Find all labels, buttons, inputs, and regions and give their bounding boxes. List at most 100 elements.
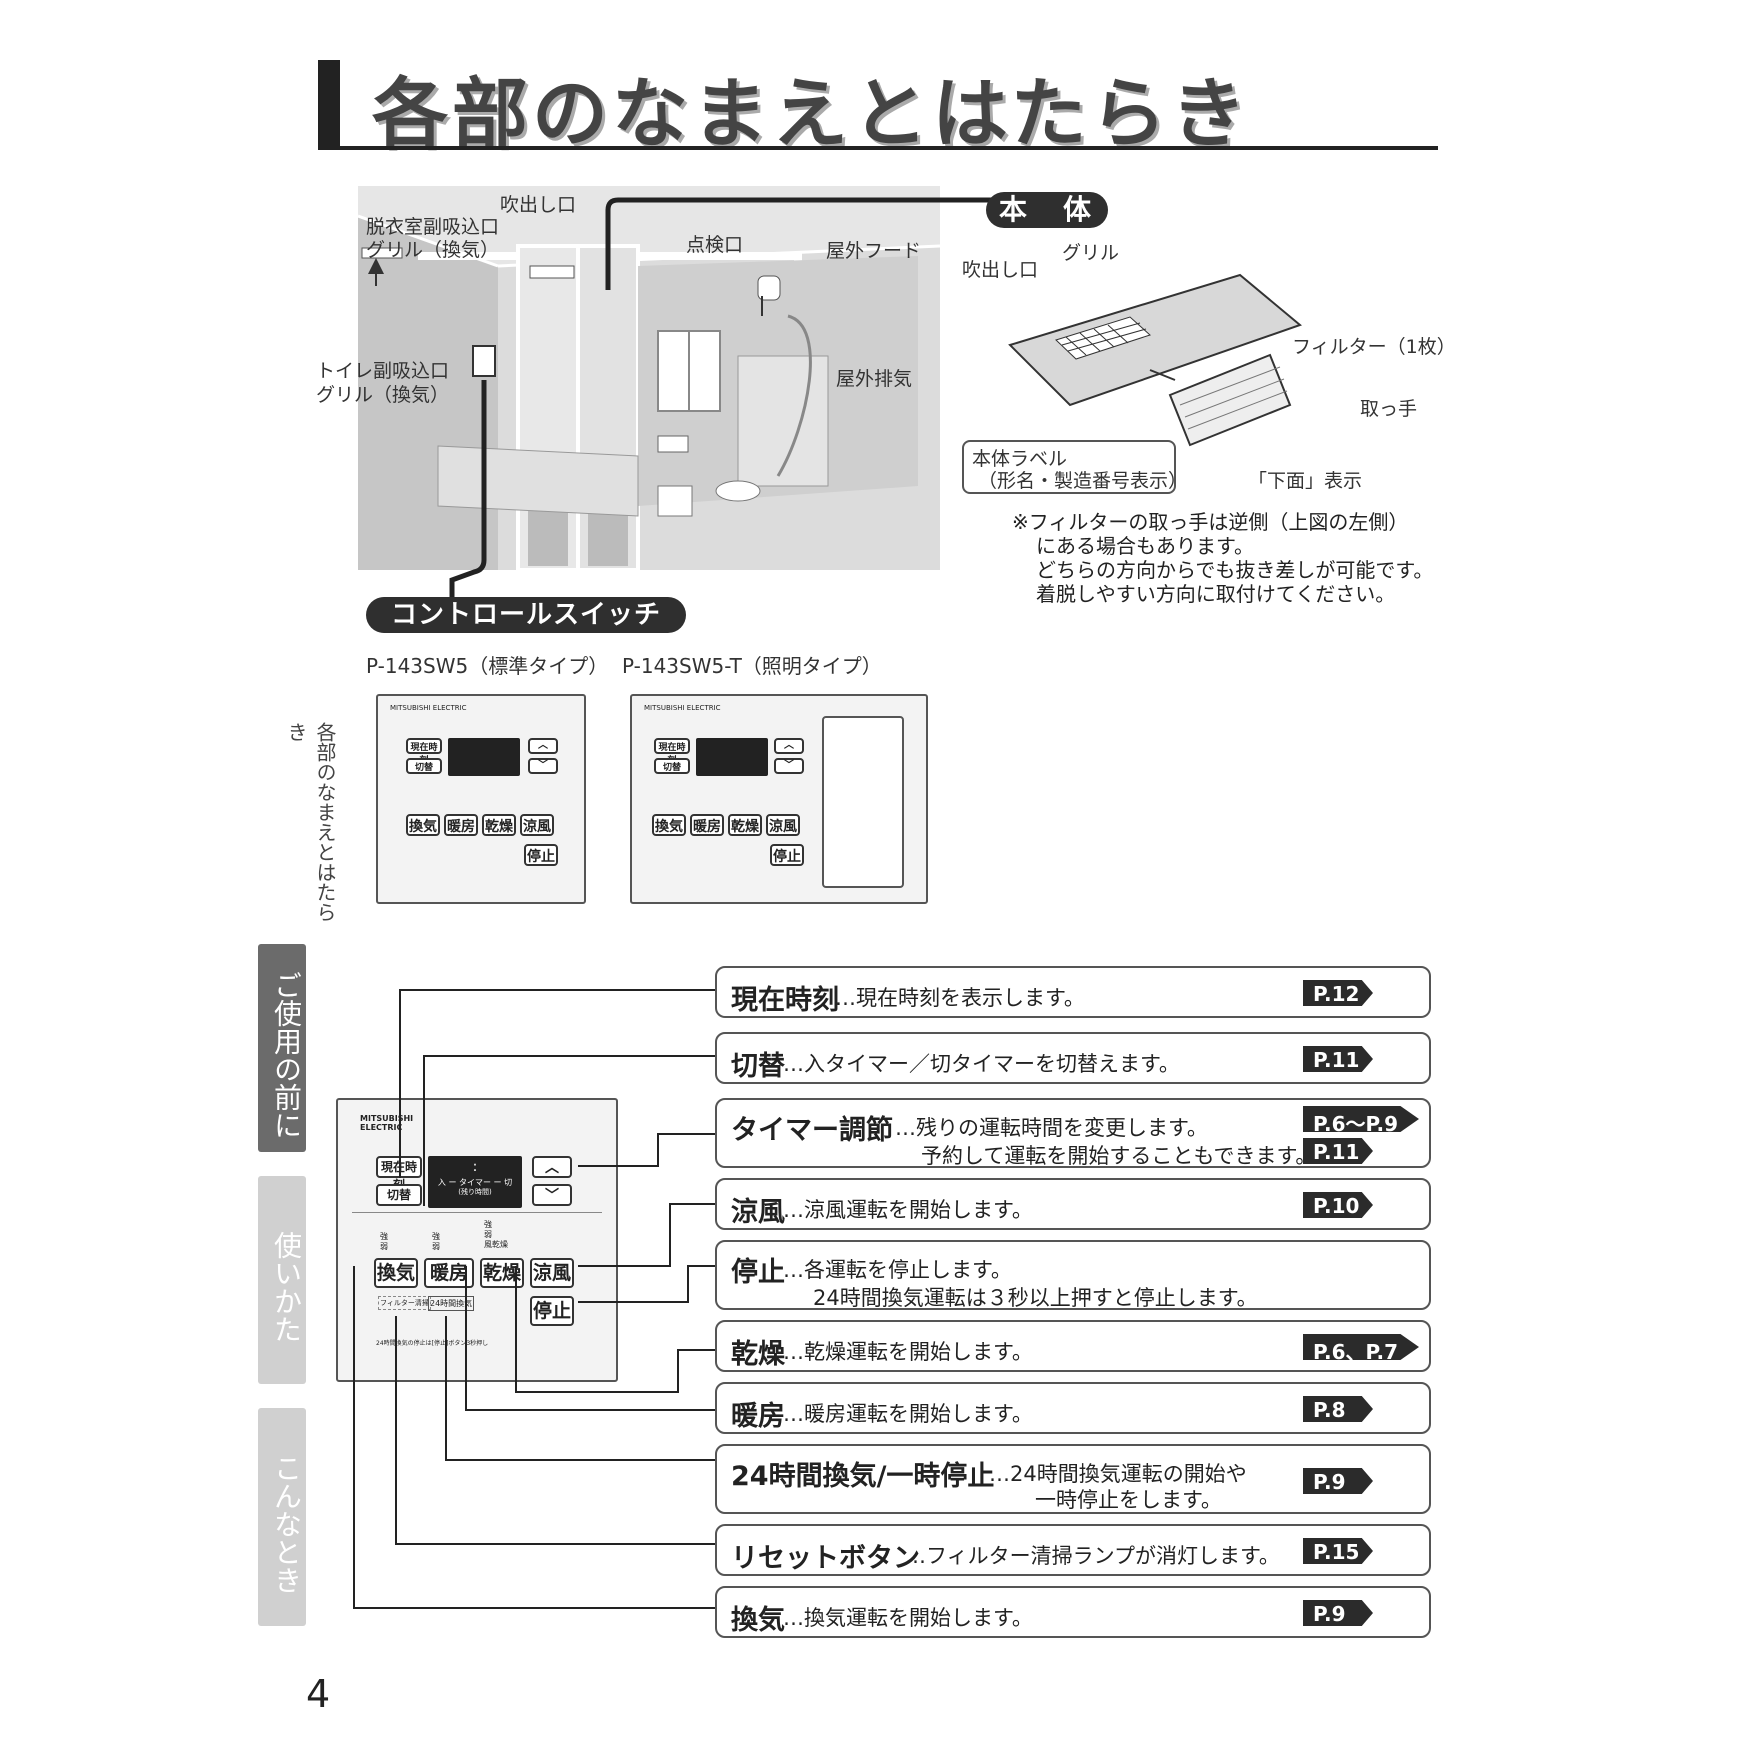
kanso-ind-weak: 弱: [484, 1230, 492, 1239]
callout-desc: …乾燥運転を開始します。: [783, 1340, 1033, 1364]
callout-row-ryofu: 涼風 …涼風運転を開始します。 P.10: [715, 1178, 1431, 1230]
body-label-grill: グリル: [1062, 242, 1120, 264]
callout-row-kanso: 乾燥 …乾燥運転を開始します。 P.6、P.7: [715, 1320, 1431, 1372]
leader-lines: [449, 197, 1000, 610]
page-ref-badge[interactable]: P.15: [1303, 1538, 1373, 1564]
body-label-kamen: 「下面」表示: [1248, 470, 1363, 492]
bathroom-illustration: [357, 186, 941, 572]
tab-how-to-use[interactable]: 使いかた: [258, 1176, 306, 1384]
thumb2-ryofu-button: 涼風: [766, 814, 800, 836]
thumb-switch-button: 切替: [406, 758, 442, 774]
model-lighting: P-143SW5-T（照明タイプ）: [622, 654, 882, 678]
callout-desc-2: 一時停止をします。: [1035, 1488, 1222, 1512]
room-label-datsuishitsu-2: グリル（換気）: [366, 239, 500, 261]
body-label-handle: 取っ手: [1360, 398, 1418, 420]
side-caption: 各部のなまえとはたらき: [284, 722, 337, 922]
thumb2-stop-button: 停止: [770, 844, 804, 866]
danbo-indicator: 強 弱: [432, 1232, 440, 1252]
page-ref-badge[interactable]: P.8: [1303, 1396, 1373, 1422]
panel-footer: 24時間換気の停止は[停止]ボタン3秒押し: [376, 1340, 489, 1347]
room-label-fukidashi: 吹出し口: [500, 194, 577, 216]
page-title: 各部のなまえとはたらき: [372, 69, 1251, 158]
title-rule: [318, 146, 1438, 150]
page-ref-badge[interactable]: P.9: [1303, 1468, 1373, 1494]
page-ref-badge[interactable]: P.6〜P.9: [1303, 1106, 1419, 1132]
kanki-button[interactable]: 換気: [374, 1258, 418, 1288]
body-label-fukidashi: 吹出し口: [962, 259, 1039, 281]
callout-row-kirikae: 切替 …入タイマー／切タイマーを切替えます。 P.11: [715, 1032, 1431, 1084]
brand-logo-small-2: MITSUBISHI ELECTRIC: [644, 704, 721, 712]
page-ref-badge[interactable]: P.11: [1303, 1046, 1373, 1072]
thumb-stop-button: 停止: [524, 844, 558, 866]
callout-name: 現在時刻: [731, 985, 839, 1016]
page-ref-badge[interactable]: P.10: [1303, 1192, 1373, 1218]
body-label-filter: フィルター（1枚）: [1292, 336, 1456, 358]
callout-desc-2: 予約して運転を開始することもできます。: [921, 1144, 1317, 1168]
body-note-3: どちらの方向からでも抜き差しが可能です。: [1036, 558, 1434, 582]
body-note-4: 着脱しやすい方向に取付けてください。: [1036, 582, 1396, 606]
callout-row-genzai-jikoku: 現在時刻 …現在時刻を表示します。 P.12: [715, 966, 1431, 1018]
thumb2-down-button: ﹀: [774, 758, 804, 774]
room-label-okugai-haiki: 屋外排気: [836, 368, 913, 390]
danbo-ind-strong: 強: [432, 1232, 440, 1241]
callout-desc: …現在時刻を表示します。: [835, 986, 1085, 1010]
callout-row-24h: 24時間換気/一時停止 …24時間換気運転の開始や 一時停止をします。 P.9: [715, 1444, 1431, 1514]
callout-row-danbo: 暖房 …暖房運転を開始します。 P.8: [715, 1382, 1431, 1434]
thumb-kanki-button: 換気: [406, 814, 440, 836]
kanso-button[interactable]: 乾燥: [480, 1258, 524, 1288]
stop-button[interactable]: 停止: [530, 1296, 574, 1326]
thumb2-switch-button: 切替: [654, 758, 690, 774]
thumb-kanso-button: 乾燥: [482, 814, 516, 836]
room-label-okugai-hood: 屋外フード: [826, 240, 922, 262]
panel-lighting-thumb: MITSUBISHI ELECTRIC 現在時刻 切替 ︿ ﹀ 換気 暖房 乾燥…: [630, 694, 928, 904]
page-ref-badge[interactable]: P.12: [1303, 980, 1373, 1006]
callout-name: 換気: [731, 1605, 785, 1636]
room-label-toilet-1: トイレ副吸込口: [316, 360, 450, 382]
thumb2-danbo-button: 暖房: [690, 814, 724, 836]
display-remain: (残り時間): [458, 1188, 492, 1196]
tab-troubleshooting[interactable]: こんなとき: [258, 1408, 306, 1626]
page-ref-badge[interactable]: P.6、P.7: [1303, 1334, 1419, 1360]
thumb2-clock-button: 現在時刻: [654, 738, 690, 766]
thumb-danbo-button: 暖房: [444, 814, 478, 836]
callout-desc: …暖房運転を開始します。: [783, 1402, 1033, 1426]
callout-name: リセットボタン: [731, 1543, 920, 1574]
down-button[interactable]: ﹀: [532, 1184, 572, 1206]
display-colon: :: [472, 1159, 478, 1175]
thumb-down-button: ﹀: [528, 758, 558, 774]
timer-display: : 入 ー タイマー ー 切 (残り時間): [428, 1156, 522, 1208]
callout-row-reset: リセットボタン …フィルター清掃ランプが消灯します。 P.15: [715, 1524, 1431, 1576]
tab-before-use[interactable]: ご使用の前に: [258, 944, 306, 1152]
ryofu-button[interactable]: 涼風: [530, 1258, 574, 1288]
main-body-heading: 本 体: [986, 192, 1108, 228]
bathroom-drawing: [357, 186, 941, 572]
callout-desc: …24時間換気運転の開始や: [989, 1462, 1247, 1486]
kanso-ind-wind: 風乾燥: [484, 1240, 508, 1249]
room-label-toilet-2: グリル（換気）: [316, 384, 450, 406]
body-label-1: 本体ラベル: [972, 448, 1068, 470]
title-bar: [318, 60, 340, 148]
body-label-2: （形名・製造番号表示）: [978, 470, 1188, 492]
callout-desc: …各運転を停止します。: [783, 1258, 1012, 1282]
reset-button[interactable]: フィルター清掃: [378, 1296, 431, 1310]
switch-button[interactable]: 切替: [376, 1184, 422, 1206]
callout-desc: …入タイマー／切タイマーを切替えます。: [783, 1052, 1180, 1076]
thumb2-kanso-button: 乾燥: [728, 814, 762, 836]
kanki-ind-weak: 弱: [380, 1242, 388, 1251]
callout-row-teishi: 停止 …各運転を停止します。 24時間換気運転は３秒以上押すと停止します。: [715, 1240, 1431, 1310]
thumb-clock-button: 現在時刻: [406, 738, 442, 766]
page-ref-badge[interactable]: P.9: [1303, 1600, 1373, 1626]
light-switch-plate: [822, 716, 904, 888]
callout-row-timer: タイマー調節 …残りの運転時間を変更します。 予約して運転を開始することもできま…: [715, 1098, 1431, 1168]
24h-button[interactable]: 24時間換気: [428, 1296, 475, 1311]
callout-desc-2: 24時間換気運転は３秒以上押すと停止します。: [813, 1286, 1258, 1310]
body-note-2: にある場合もあります。: [1036, 534, 1254, 558]
up-button[interactable]: ︿: [532, 1156, 572, 1178]
callout-row-kanki: 換気 …換気運転を開始します。 P.9: [715, 1586, 1431, 1638]
page-ref-badge-2[interactable]: P.11: [1303, 1138, 1373, 1164]
page-number: 4: [306, 1672, 331, 1716]
callout-desc: …涼風運転を開始します。: [783, 1198, 1033, 1222]
thumb-display: [448, 738, 520, 776]
control-panel-large: MITSUBISHI ELECTRIC 現在時刻 切替 : 入 ー タイマー ー…: [336, 1098, 618, 1382]
thumb2-up-button: ︿: [774, 738, 804, 754]
